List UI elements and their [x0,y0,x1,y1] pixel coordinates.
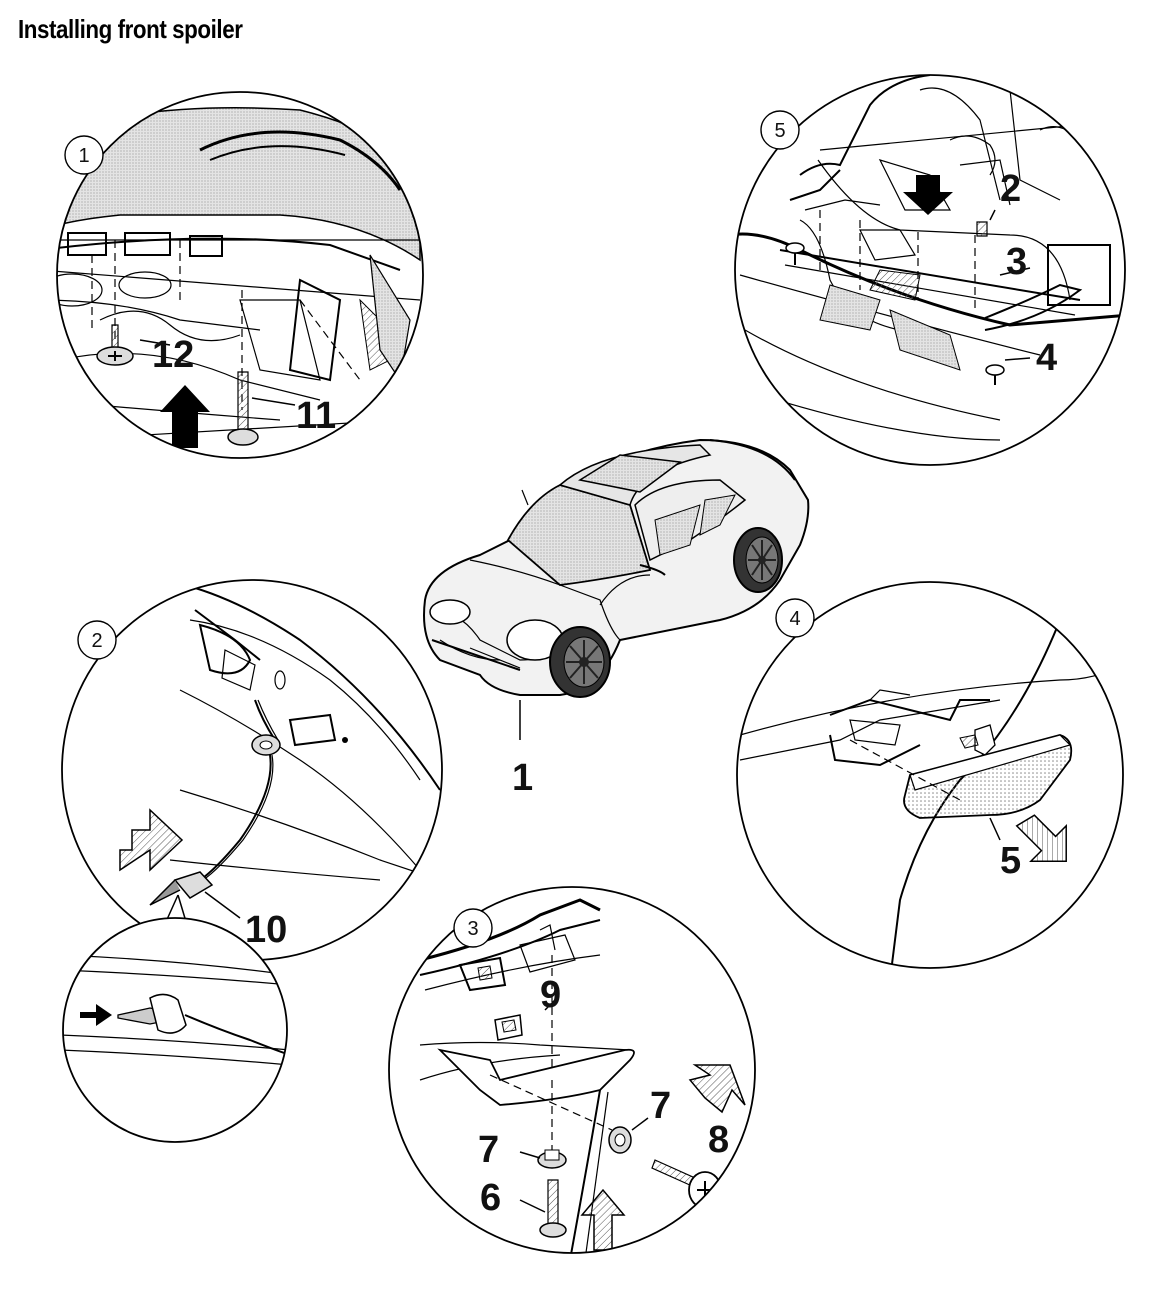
detail-2-inset [62,917,288,1143]
detail-5: 5 2 3 4 [734,74,1126,466]
callout-12: 12 [152,334,194,376]
up-arrow-icon [160,385,210,448]
washer-7-side [608,1126,632,1154]
callout-8: 8 [708,1119,729,1161]
callout-3: 3 [1006,241,1027,283]
screw-8 [651,1159,722,1209]
car-illustration: 1 [423,438,810,799]
callout-10: 10 [245,909,287,951]
washer-7-lower [537,1149,567,1169]
up-arrow-icon [580,1188,626,1251]
step-number-3: 3 [467,918,478,940]
page-title: Installing front spoiler [18,14,243,44]
step-number-4: 4 [789,608,800,630]
detail-4: 4 5 [736,581,1124,969]
callout-7-left: 7 [478,1129,499,1171]
callout-9: 9 [540,974,561,1016]
step-number-1: 1 [78,145,89,167]
rear-wheel [733,527,783,593]
callout-11: 11 [296,395,336,437]
detail-2: 2 10 [61,579,443,1143]
clip-screw-12 [96,324,134,366]
detail-1: 1 12 11 [56,91,424,459]
callout-7-right: 7 [650,1085,671,1127]
callout-2: 2 [1000,168,1021,210]
step-number-2: 2 [91,630,102,652]
callout-6: 6 [480,1177,501,1219]
screw-6 [539,1179,567,1238]
down-arrow-icon [903,175,953,215]
detail-3: 3 9 7 7 8 6 [388,886,756,1254]
callout-car-1: 1 [512,757,533,799]
step-number-5: 5 [774,120,785,142]
callout-4: 4 [1036,337,1057,379]
callout-5: 5 [1000,840,1021,882]
screw-11 [227,371,259,446]
front-wheel [549,626,611,698]
